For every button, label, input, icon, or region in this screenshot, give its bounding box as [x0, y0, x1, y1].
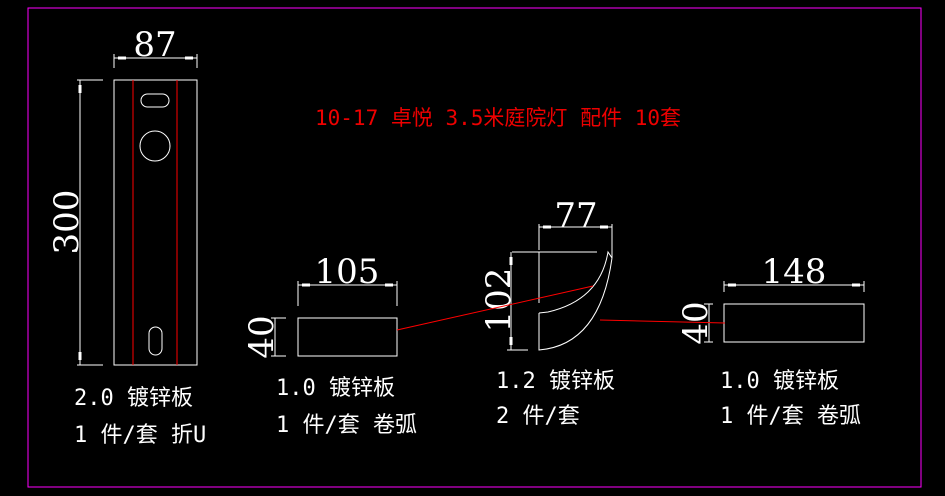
dimension-text: 148: [762, 252, 827, 292]
part-qty: 1 件/套 卷弧: [720, 404, 861, 429]
leader-line: [599, 319, 726, 324]
part-strip-105: 105 40 1.0 镀锌板 1 件/套 卷弧: [242, 252, 417, 438]
part-spec: 1.2 镀锌板: [496, 369, 615, 394]
dimension-text: 105: [315, 252, 380, 292]
part-curved-plate: 77 102 1.2 镀锌板 2 件/套: [479, 196, 615, 429]
part-spec: 1.0 镀锌板: [276, 376, 395, 401]
dimension-text: 300: [47, 190, 87, 255]
drawing-title: 10-17 卓悦 3.5米庭院灯 配件 10套: [315, 106, 681, 130]
top-slot: [140, 93, 170, 108]
dimension-text: 102: [479, 268, 519, 333]
round-hole: [139, 130, 171, 162]
part-strip-148: 148 40 1.0 镀锌板 1 件/套 卷弧: [676, 252, 865, 429]
bracket-outline: [113, 79, 198, 366]
part-qty: 1 件/套 卷弧: [276, 413, 417, 438]
part-u-bracket: 87 300 2.0 镀锌板 1 件/套 折U: [47, 25, 206, 448]
strip-outline: [723, 303, 865, 343]
outer-arc: [538, 257, 613, 351]
dimension-text: 40: [242, 315, 282, 358]
drawing-frame: [27, 7, 922, 488]
part-qty: 2 件/套: [496, 404, 580, 429]
strip-outline: [297, 317, 398, 357]
dimension-width: 87: [113, 25, 198, 68]
part-spec: 2.0 镀锌板: [74, 386, 193, 411]
dimension-height: 300: [47, 79, 103, 366]
inner-arc: [538, 250, 613, 314]
part-qty: 1 件/套 折U: [74, 423, 206, 448]
dimension-text: 77: [554, 196, 597, 236]
bottom-slot: [148, 326, 163, 356]
dimension-text: 87: [133, 25, 176, 65]
leader-line: [396, 285, 594, 331]
part-spec: 1.0 镀锌板: [720, 369, 839, 394]
